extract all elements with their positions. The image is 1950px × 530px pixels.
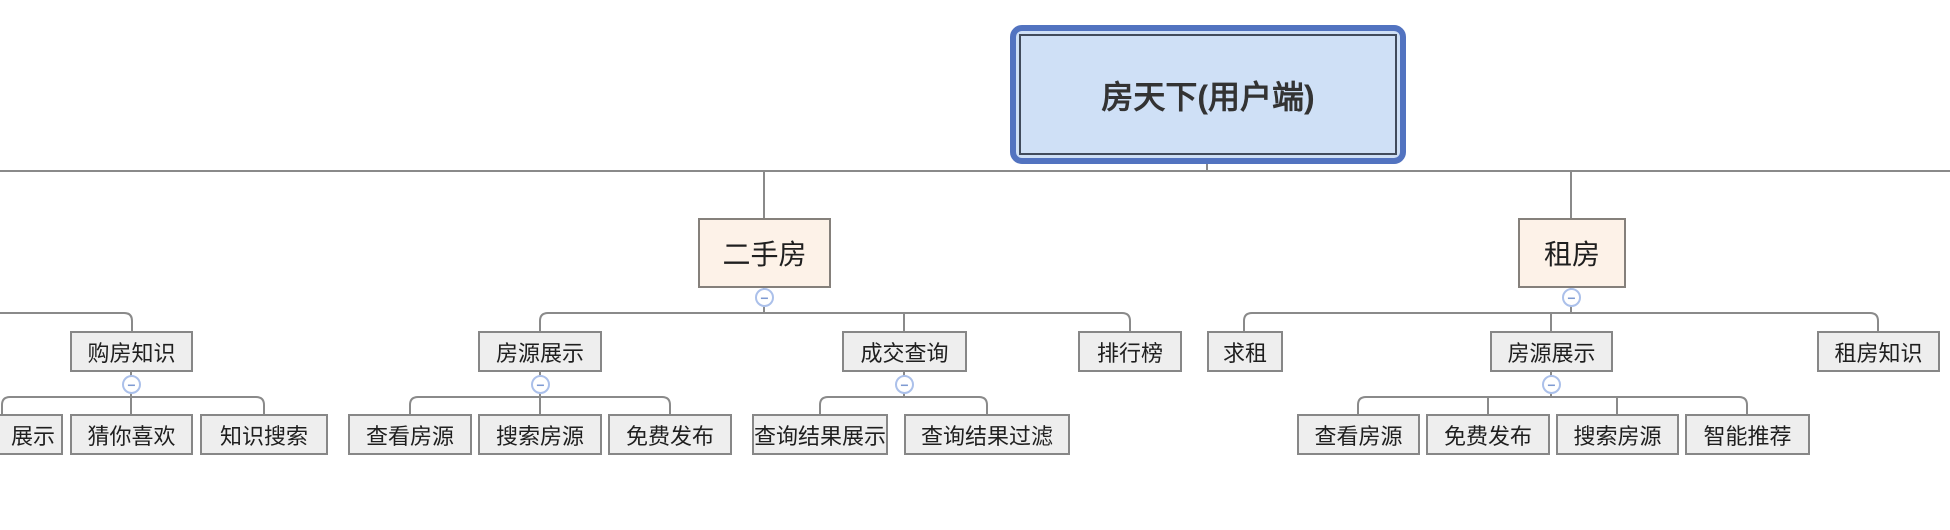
leaf-guess-you-like[interactable]: 猜你喜欢 [70,414,193,455]
node-ranking-list[interactable]: 排行榜 [1078,331,1182,372]
leaf-view-listings-1[interactable]: 查看房源 [348,414,472,455]
leaf-free-post-1[interactable]: 免费发布 [608,414,732,455]
leaf-view-listings-2[interactable]: 查看房源 [1297,414,1420,455]
node-listing-display-2[interactable]: 房源展示 [1490,331,1613,372]
leaf-free-post-2[interactable]: 免费发布 [1426,414,1550,455]
leaf-query-result-display[interactable]: 查询结果展示 [752,414,888,455]
node-listing-display-1[interactable]: 房源展示 [478,331,602,372]
leaf-query-result-filter[interactable]: 查询结果过滤 [904,414,1070,455]
node-deal-query[interactable]: 成交查询 [842,331,967,372]
collapse-toggle-deal-query[interactable]: − [895,375,914,394]
node-rent-knowledge[interactable]: 租房知识 [1817,331,1940,372]
branch-rent-house[interactable]: 租房 [1518,218,1626,288]
leaf-knowledge-search[interactable]: 知识搜索 [200,414,328,455]
collapse-toggle-second-hand[interactable]: − [755,288,774,307]
branch-second-hand-house[interactable]: 二手房 [698,218,831,288]
node-seek-rent[interactable]: 求租 [1207,331,1283,372]
root-node[interactable]: 房天下(用户端) [1010,25,1406,164]
node-buying-knowledge[interactable]: 购房知识 [70,331,193,372]
leaf-display-clipped[interactable]: 展示 [0,414,63,455]
leaf-search-listings-1[interactable]: 搜索房源 [478,414,602,455]
collapse-toggle-buy-knowledge[interactable]: − [122,375,141,394]
leaf-smart-recommend[interactable]: 智能推荐 [1685,414,1810,455]
leaf-search-listings-2[interactable]: 搜索房源 [1556,414,1679,455]
root-node-label: 房天下(用户端) [1019,34,1397,155]
collapse-toggle-listing-display-2[interactable]: − [1542,375,1561,394]
collapse-toggle-rent[interactable]: − [1562,288,1581,307]
collapse-toggle-listing-display-1[interactable]: − [531,375,550,394]
